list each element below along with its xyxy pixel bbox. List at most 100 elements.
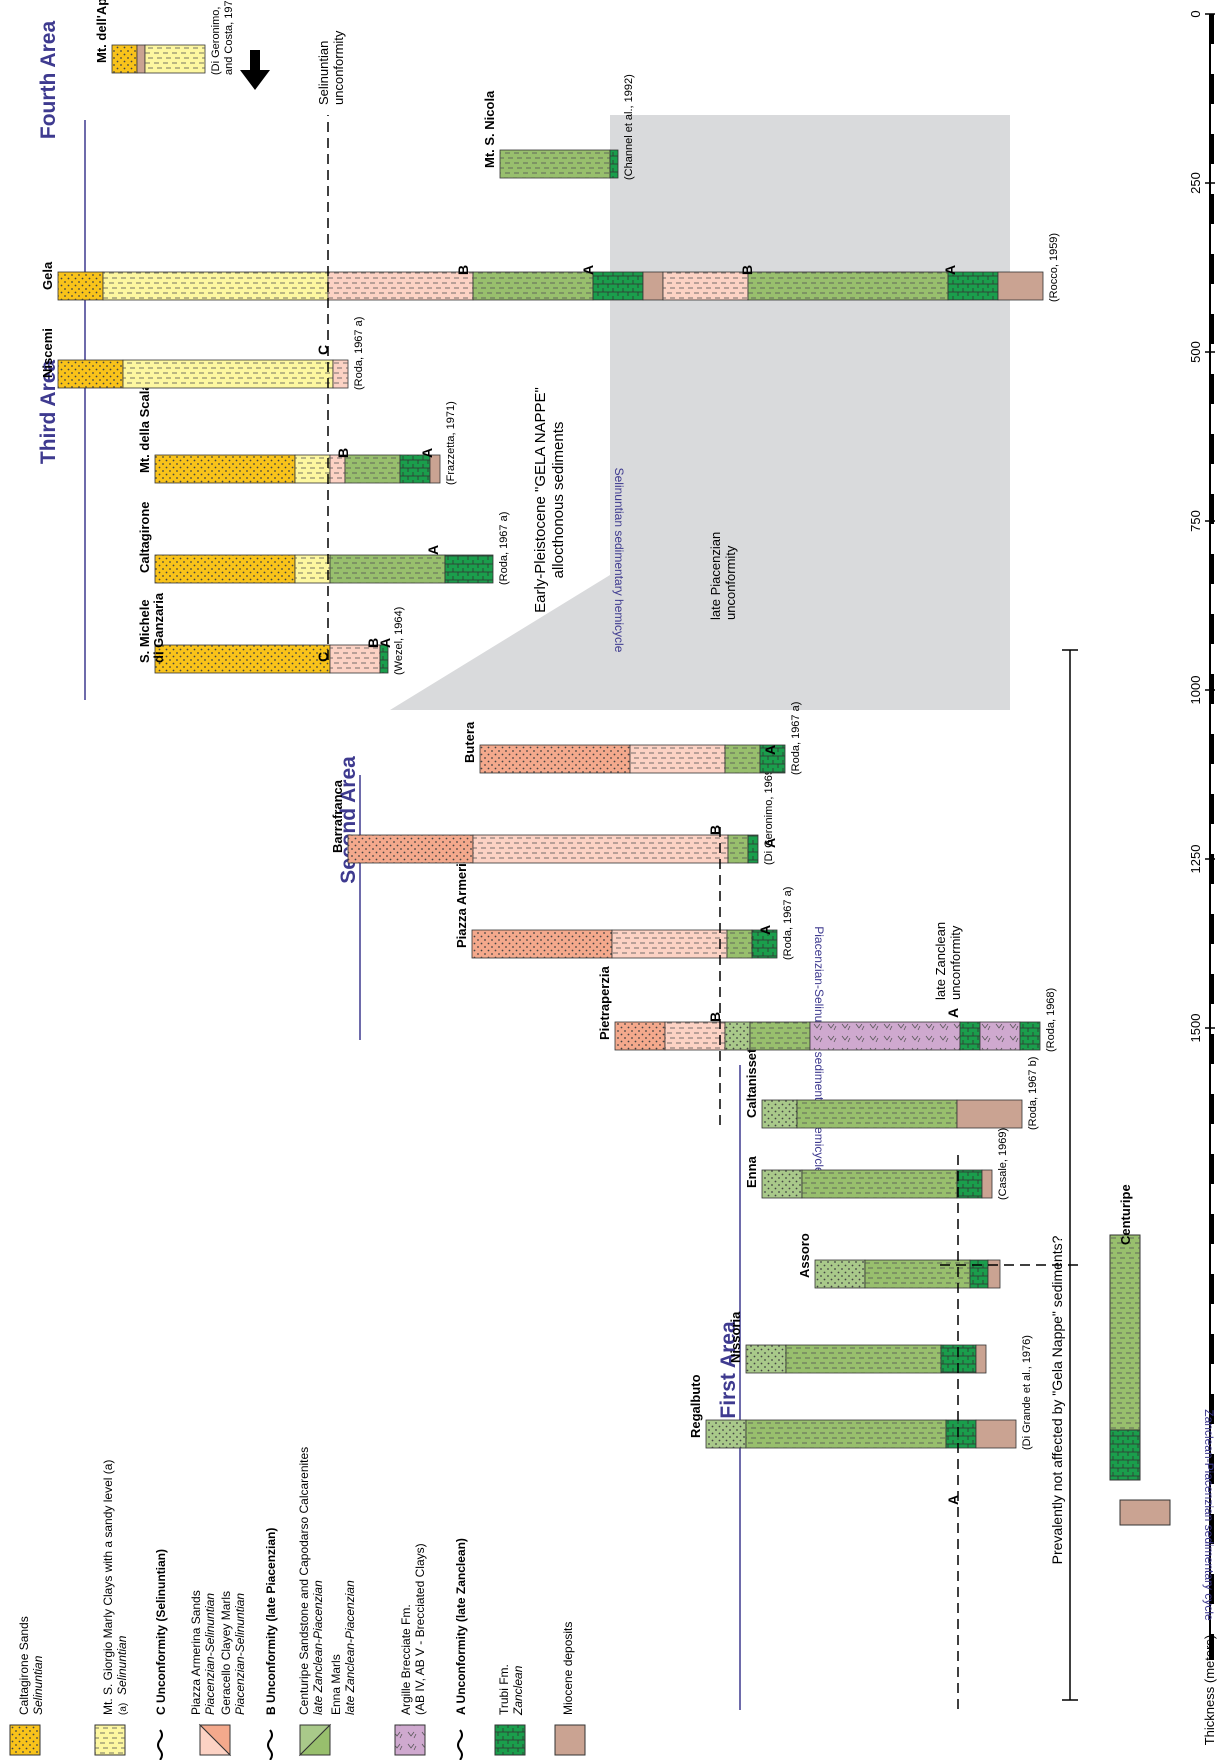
unconformity-letter: A — [377, 638, 393, 648]
legend-text: Argille Brecciate Fm. — [399, 1604, 413, 1715]
column-reference: (Roda, 1967 a) — [790, 702, 802, 775]
column-name: Enna — [744, 1155, 759, 1188]
stratigraphic-column: Mt. S. Nicola(Channel et al., 1992) — [482, 74, 635, 180]
column-reference: (Channel et al., 1992) — [623, 74, 635, 180]
column-reference: (Wezel, 1964) — [393, 607, 405, 675]
column-reference: (Di Geronimo, — [210, 7, 222, 75]
stratigraphic-column: Enna(Casale, 1969) — [744, 1128, 1009, 1200]
stratigraphic-column: Assoro — [797, 1233, 1001, 1289]
layer-pattern — [706, 1420, 746, 1448]
unconformity-letter: A — [945, 1495, 961, 1505]
layer-pattern — [330, 645, 380, 673]
layer-pattern — [665, 1022, 725, 1050]
annotation: unconformity — [723, 545, 738, 620]
column-reference: (Roda, 1967 a) — [782, 887, 794, 960]
unconformity-letter: B — [739, 265, 755, 275]
stratigraphic-column: Mt. dell'Apa(Di Geronimo,and Costa, 1978… — [94, 0, 235, 75]
column-centuripe: Centuripe — [1109, 1184, 1171, 1526]
legend-text: Selinuntian — [115, 1635, 129, 1695]
legend: Caltagirone Sands Selinuntian Mt. S. Gio… — [9, 1447, 586, 1760]
column-name: Gela — [40, 261, 55, 290]
stratigraphic-column: Barrafranca(Di Geronimo, 1969) — [330, 765, 775, 865]
stratigraphic-column: Mt. della Scala(Frazzetta, 1971) — [137, 383, 457, 485]
stratigraphic-column: Caltanissetta(Roda, 1967 b) — [744, 1036, 1039, 1130]
layer-pattern — [865, 1260, 970, 1288]
area-title-fourth: Fourth Area — [37, 21, 60, 140]
layer-pattern — [810, 1022, 960, 1050]
layer-pattern — [112, 45, 137, 73]
layer-pattern — [1020, 1022, 1040, 1050]
column-name: Caltagirone — [137, 501, 152, 573]
layer-pattern — [752, 930, 777, 958]
layer-pattern — [473, 835, 728, 863]
layer-pattern — [145, 45, 205, 73]
legend-swatch-geracello — [199, 1723, 232, 1756]
legend-text: (AB IV, AB V - Brecciated Clays) — [413, 1543, 427, 1715]
legend-text: Zanclean — [511, 1665, 525, 1716]
layer-pattern — [748, 835, 758, 863]
unconformity-letter: A — [757, 925, 773, 935]
legend-text: Piacenzian-Selinuntian — [203, 1593, 217, 1715]
gela-nappe-zone — [390, 115, 1010, 710]
layer-pattern — [630, 745, 725, 773]
unconformity-letter: C — [315, 652, 331, 662]
legend-text: Enna Marls — [329, 1654, 343, 1715]
annotation: late Piacenzian — [708, 532, 723, 620]
layer-pattern — [333, 360, 348, 388]
column-name: Piazza Armerina — [454, 847, 469, 948]
layer-miocene — [997, 271, 1044, 301]
layer-pattern — [155, 555, 295, 583]
column-name: Barrafranca — [330, 779, 345, 853]
layer-pattern — [480, 745, 630, 773]
annotation: Early-Pleistocene "GELA NAPPE" — [532, 387, 549, 613]
layer-miocene — [429, 454, 441, 484]
layer-pattern — [295, 555, 330, 583]
layer-pattern — [58, 272, 103, 300]
unconformity-letter: A — [419, 448, 435, 458]
stratigraphic-column: Regalbuto(Di Grande et al., 1976) — [688, 1335, 1033, 1450]
scale-tick: 750 — [1188, 510, 1203, 532]
legend-text: late Zanclean-Piacenzian — [343, 1580, 357, 1715]
annotation: Selinuntian — [316, 41, 331, 105]
layer-pattern — [330, 555, 445, 583]
layer-pattern — [980, 1022, 1020, 1050]
unconformity-letter: B — [707, 825, 723, 835]
area-title-first: First Area — [717, 1321, 740, 1419]
layer-pattern — [400, 455, 430, 483]
annotation: Prevalently not affected by "Gela Nappe"… — [1049, 1235, 1065, 1564]
legend-text: (a) — [118, 1703, 129, 1715]
unconformity-letter: A — [580, 265, 596, 275]
layer-pattern — [748, 272, 948, 300]
layer-miocene — [975, 1419, 1017, 1449]
layer-pattern — [500, 150, 610, 178]
thickness-scale: 0 250 500 750 1000 1250 1500 Thickness (… — [1188, 10, 1217, 1745]
column-reference: (Rocco, 1959) — [1048, 233, 1060, 302]
scale-tick: 1250 — [1188, 845, 1203, 874]
layer-miocene — [981, 1169, 993, 1199]
unconformity-letter: B — [365, 638, 381, 648]
column-reference: (Roda, 1968) — [1045, 988, 1057, 1052]
layer-pattern — [946, 1420, 976, 1448]
legend-text: Centuripe Sandstone and Capodarso Calcar… — [297, 1447, 311, 1715]
legend-symbol-c — [157, 1729, 163, 1760]
column-name: Mt. dell'Apa — [94, 0, 109, 63]
scale-tick: 500 — [1188, 341, 1203, 363]
layer-pattern — [960, 1022, 980, 1050]
unconformity-letter: A — [762, 838, 778, 848]
unconformity-letter: B — [707, 1012, 723, 1022]
unconformity-letter: A — [425, 545, 441, 555]
column-name: Pietraperzia — [597, 966, 612, 1040]
annotation: unconformity — [948, 925, 963, 1000]
layer-pattern — [328, 272, 473, 300]
column-reference: (Roda, 1967 a) — [498, 512, 510, 585]
layer-pattern — [348, 835, 473, 863]
scale-tick: 250 — [1188, 172, 1203, 194]
legend-text: A Unconformity (late Zanclean) — [454, 1538, 468, 1715]
layer-pattern — [472, 930, 612, 958]
column-reference: (Roda, 1967 a) — [353, 317, 365, 390]
legend-text: late Zanclean-Piacenzian — [311, 1580, 325, 1715]
layer-pattern — [762, 1100, 797, 1128]
legend-text: Caltagirone Sands — [17, 1616, 31, 1715]
